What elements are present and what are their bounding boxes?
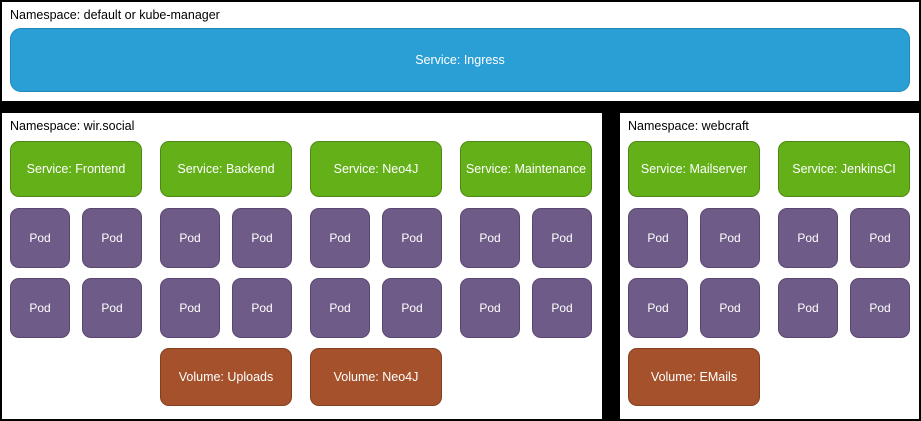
pod[interactable]: Pod (82, 278, 142, 338)
pod[interactable]: Pod (160, 278, 220, 338)
pod[interactable]: Pod (10, 208, 70, 268)
pod[interactable]: Pod (700, 208, 760, 268)
volume-emails[interactable]: Volume: EMails (628, 348, 760, 406)
service-mailserver[interactable]: Service: Mailserver (628, 141, 760, 197)
pod[interactable]: Pod (382, 278, 442, 338)
service-ingress[interactable]: Service: Ingress (10, 28, 910, 92)
volume-uploads[interactable]: Volume: Uploads (160, 348, 292, 406)
namespace-label-default-kube-manager: Namespace: default or kube-manager (10, 8, 220, 22)
namespace-label-wir-social: Namespace: wir.social (10, 119, 135, 133)
service-maintenance[interactable]: Service: Maintenance (460, 141, 592, 197)
pod[interactable]: Pod (10, 278, 70, 338)
service-neo4j[interactable]: Service: Neo4J (310, 141, 442, 197)
pod[interactable]: Pod (532, 208, 592, 268)
volume-neo4j[interactable]: Volume: Neo4J (310, 348, 442, 406)
service-backend[interactable]: Service: Backend (160, 141, 292, 197)
namespace-panel-wir-social: Namespace: wir.social Service: Frontend … (2, 113, 602, 419)
pod[interactable]: Pod (460, 278, 520, 338)
namespace-panel-default-kube-manager: Namespace: default or kube-manager Servi… (2, 2, 919, 101)
pod[interactable]: Pod (532, 278, 592, 338)
pod[interactable]: Pod (310, 278, 370, 338)
namespace-label-webcraft: Namespace: webcraft (628, 119, 749, 133)
service-jenkinsci[interactable]: Service: JenkinsCI (778, 141, 910, 197)
service-frontend[interactable]: Service: Frontend (10, 141, 142, 197)
pod[interactable]: Pod (778, 208, 838, 268)
pod[interactable]: Pod (460, 208, 520, 268)
pod[interactable]: Pod (700, 278, 760, 338)
pod[interactable]: Pod (232, 208, 292, 268)
namespace-panel-webcraft: Namespace: webcraft Service: Mailserver … (620, 113, 919, 419)
pod[interactable]: Pod (82, 208, 142, 268)
pod[interactable]: Pod (310, 208, 370, 268)
pod[interactable]: Pod (850, 278, 910, 338)
pod[interactable]: Pod (628, 208, 688, 268)
pod[interactable]: Pod (778, 278, 838, 338)
pod[interactable]: Pod (232, 278, 292, 338)
pod[interactable]: Pod (160, 208, 220, 268)
pod[interactable]: Pod (850, 208, 910, 268)
pod[interactable]: Pod (382, 208, 442, 268)
pod[interactable]: Pod (628, 278, 688, 338)
